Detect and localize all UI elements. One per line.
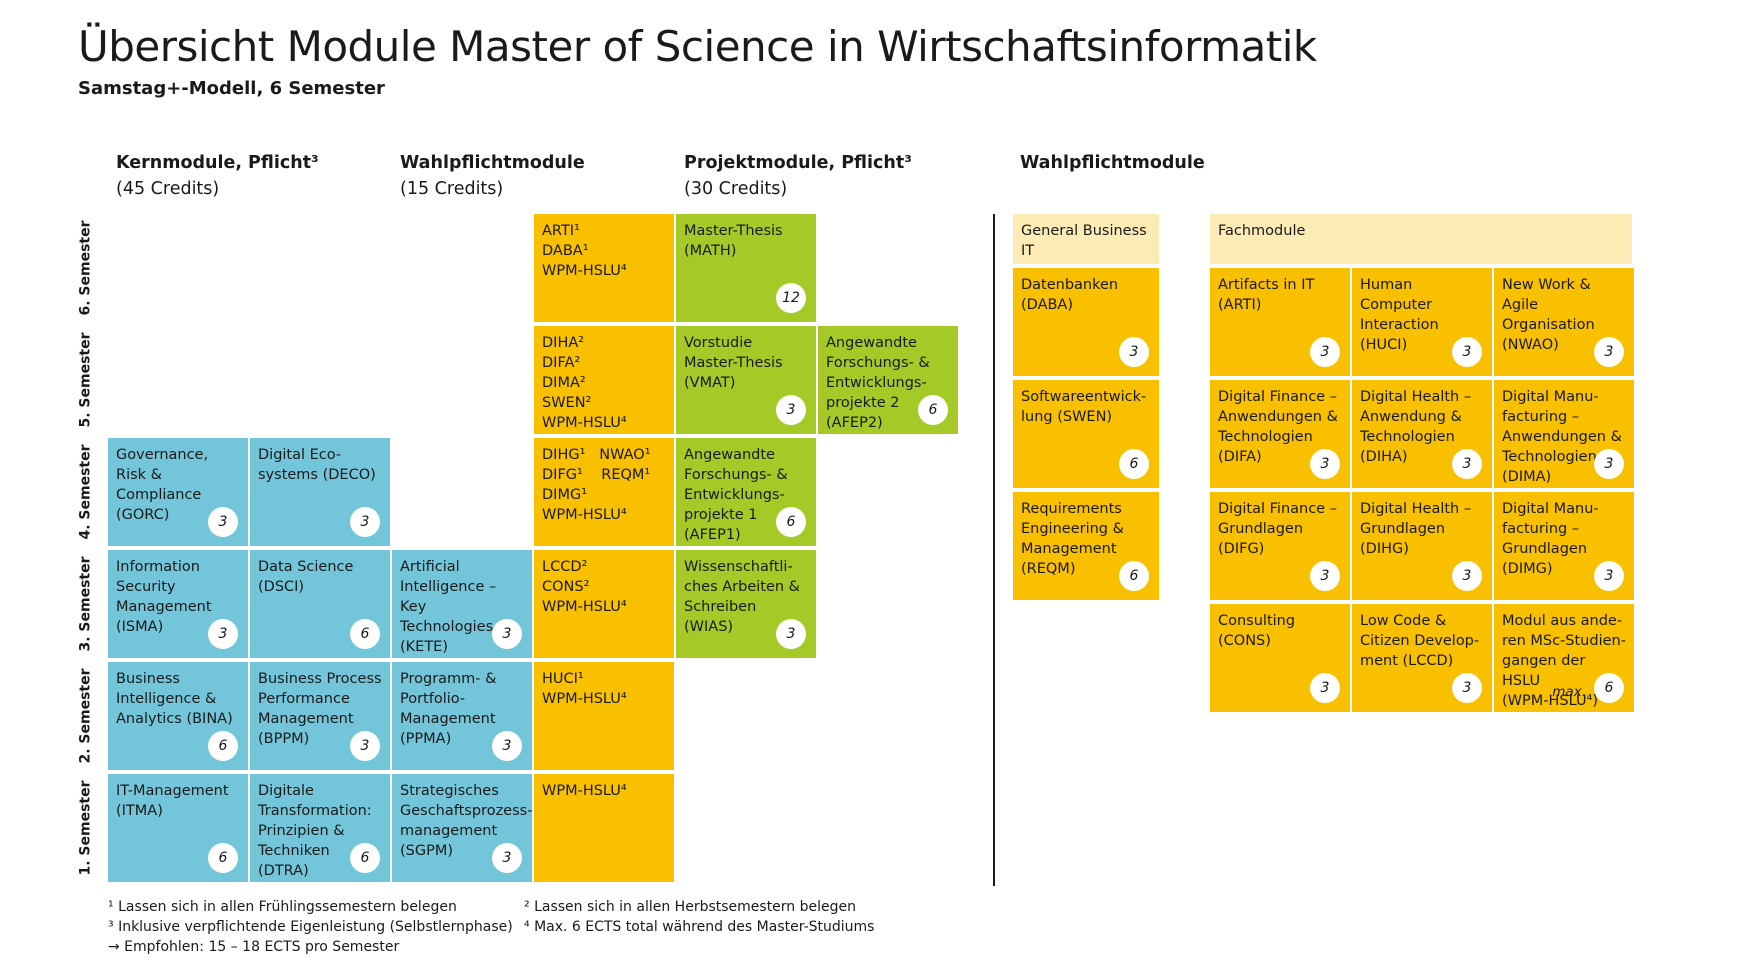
credit-badge: 3 [1310, 337, 1340, 367]
module-dimg: Digital Manu- facturing – Grundlagen (DI… [1494, 492, 1634, 600]
module-difa: Digital Finance – Anwendungen & Technolo… [1210, 380, 1350, 488]
credit-badge: 3 [1310, 449, 1340, 479]
wahlpflicht-semester-3: LCCD² CONS² WPM-HSLU⁴ [534, 550, 674, 658]
module-bina: Business Intelligence & Analytics (BINA)… [108, 662, 248, 770]
section-divider [993, 214, 995, 886]
module-math: Master-Thesis (MATH) 12 [676, 214, 816, 322]
credit-badge: 3 [1119, 337, 1149, 367]
credit-badge: 3 [1310, 673, 1340, 703]
module-wias: Wissenschaftli- ches Arbeiten & Schreibe… [676, 550, 816, 658]
credit-badge: 6 [1119, 449, 1149, 479]
semester-label-3: 3. Semester [78, 556, 94, 652]
module-gorc: Governance, Risk & Compliance (GORC) 3 [108, 438, 248, 546]
credit-badge: 3 [208, 619, 238, 649]
module-reqm: Requirements Engineering & Management (R… [1013, 492, 1159, 600]
column-heading-wahlpflicht-right: Wahlpflichtmodule [1020, 150, 1205, 176]
module-itma: IT-Management (ITMA) 6 [108, 774, 248, 882]
semester-label-5: 5. Semester [78, 332, 94, 428]
module-dima: Digital Manu- facturing – Anwendungen & … [1494, 380, 1634, 488]
column-title: Wahlpflichtmodule [1020, 153, 1205, 173]
page-subtitle: Samstag+-Modell, 6 Semester [78, 78, 385, 99]
page-title: Übersicht Module Master of Science in Wi… [78, 22, 1317, 71]
module-lccd: Low Code & Citizen Develop- ment (LCCD) … [1352, 604, 1492, 712]
wahlpflicht-semester-6: ARTI¹ DABA¹ WPM-HSLU⁴ [534, 214, 674, 322]
module-dihg: Digital Health – Grundlagen (DIHG) 3 [1352, 492, 1492, 600]
credit-badge: 3 [1594, 449, 1624, 479]
wahlpflicht-semester-5: DIHA² DIFA² DIMA² SWEN² WPM-HSLU⁴ [534, 326, 674, 434]
credit-badge: 3 [1452, 673, 1482, 703]
credit-badge: 3 [492, 619, 522, 649]
module-afep2: Angewandte Forschungs- & Entwicklungs- p… [818, 326, 958, 434]
credit-badge: 6 [1594, 673, 1624, 703]
column-heading-kernmodule: Kernmodule, Pflicht³ (45 Credits) [116, 150, 319, 202]
module-kete: Artificial Intelligence – Key Technologi… [392, 550, 532, 658]
credit-badge: 3 [776, 395, 806, 425]
credit-badge: 6 [208, 843, 238, 873]
column-title: Wahlpflichtmodule [400, 153, 585, 173]
credit-badge: 12 [776, 283, 806, 313]
module-swen: Softwareentwick- lung (SWEN) 6 [1013, 380, 1159, 488]
module-huci: Human Computer Interaction (HUCI) 3 [1352, 268, 1492, 376]
column-credits: (15 Credits) [400, 179, 504, 199]
semester-label-6: 6. Semester [78, 220, 94, 316]
module-sgpm: Strategisches Geschaftsprozess- manageme… [392, 774, 532, 882]
module-wpm-hslu: Modul aus ande- ren MSc-Studien- gangen … [1494, 604, 1634, 712]
column-title: Projektmodule, Pflicht³ [684, 153, 912, 173]
footnote-recommendation: → Empfohlen: 15 – 18 ECTS pro Semester [108, 939, 400, 955]
semester-label-4: 4. Semester [78, 444, 94, 540]
max-label: max. [1552, 684, 1586, 700]
module-deco: Digital Eco- systems (DECO) 3 [250, 438, 390, 546]
credit-badge: 3 [1452, 449, 1482, 479]
column-heading-wahlpflicht: Wahlpflichtmodule (15 Credits) [400, 150, 585, 202]
module-bppm: Business Process Performance Management … [250, 662, 390, 770]
credit-badge: 3 [1594, 561, 1624, 591]
credit-badge: 6 [776, 507, 806, 537]
column-credits: (30 Credits) [684, 179, 788, 199]
credit-badge: 3 [350, 731, 380, 761]
column-heading-projektmodule: Projektmodule, Pflicht³ (30 Credits) [684, 150, 912, 202]
module-dtra: Digitale Transformation: Prinzipien & Te… [250, 774, 390, 882]
footnote-1: ¹ Lassen sich in allen Frühlingssemester… [108, 899, 457, 915]
credit-badge: 3 [1452, 561, 1482, 591]
wahlpflicht-semester-1: WPM-HSLU⁴ [534, 774, 674, 882]
module-daba: Datenbanken (DABA) 3 [1013, 268, 1159, 376]
credit-badge: 3 [350, 507, 380, 537]
credit-badge: 3 [776, 619, 806, 649]
credit-badge: 3 [1452, 337, 1482, 367]
credit-badge: 3 [208, 507, 238, 537]
credit-badge: 3 [1594, 337, 1624, 367]
credit-badge: 6 [350, 843, 380, 873]
footnote-2: ² Lassen sich in allen Herbstsemestern b… [524, 899, 857, 915]
semester-label-2: 2. Semester [78, 668, 94, 764]
footnote-3: ³ Inklusive verpflichtende Eigenleistung… [108, 919, 513, 935]
credit-badge: 6 [350, 619, 380, 649]
credit-badge: 3 [1310, 561, 1340, 591]
credit-badge: 6 [208, 731, 238, 761]
column-credits: (45 Credits) [116, 179, 220, 199]
column-title: Kernmodule, Pflicht³ [116, 153, 319, 173]
general-business-it-header: General Business IT [1013, 214, 1159, 264]
module-diha: Digital Health – Anwendung & Technologie… [1352, 380, 1492, 488]
fachmodule-header: Fachmodule [1210, 214, 1632, 264]
module-isma: Information Security Management (ISMA) 3 [108, 550, 248, 658]
module-vmat: Vorstudie Master-Thesis (VMAT) 3 [676, 326, 816, 434]
module-afep1: Angewandte Forschungs- & Entwicklungs- p… [676, 438, 816, 546]
module-dsci: Data Science (DSCI) 6 [250, 550, 390, 658]
credit-badge: 6 [918, 395, 948, 425]
wahlpflicht-semester-4: DIHG¹ NWAO¹ DIFG¹ REQM¹ DIMG¹ WPM-HSLU⁴ [534, 438, 674, 546]
module-arti: Artifacts in IT (ARTI) 3 [1210, 268, 1350, 376]
wahlpflicht-semester-2: HUCI¹ WPM-HSLU⁴ [534, 662, 674, 770]
credit-badge: 6 [1119, 561, 1149, 591]
module-difg: Digital Finance – Grundlagen (DIFG) 3 [1210, 492, 1350, 600]
semester-label-1: 1. Semester [78, 780, 94, 876]
footnote-4: ⁴ Max. 6 ECTS total während des Master-S… [524, 919, 875, 935]
module-ppma: Programm- & Portfolio- Management (PPMA)… [392, 662, 532, 770]
credit-badge: 3 [492, 731, 522, 761]
credit-badge: 3 [492, 843, 522, 873]
module-cons: Consulting (CONS) 3 [1210, 604, 1350, 712]
module-nwao: New Work & Agile Organisation (NWAO) 3 [1494, 268, 1634, 376]
